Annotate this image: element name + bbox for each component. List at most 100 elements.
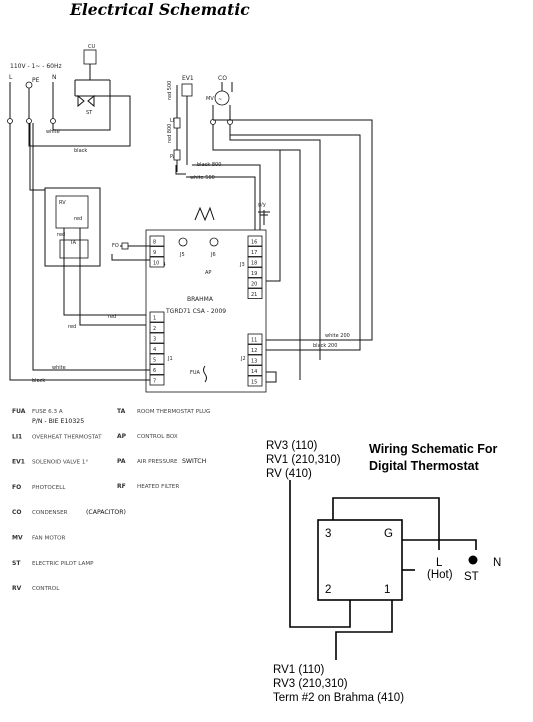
wire-label-black200: black 200 (313, 343, 337, 349)
thermostat-N-label: N (493, 557, 501, 569)
thermostat-terminal-2: 2 (325, 584, 331, 596)
thermostat-heading-line1: Wiring Schematic For (369, 442, 498, 456)
red-wire-to-1 (63, 228, 150, 316)
terminal-number: 14 (251, 369, 257, 375)
terminal-number: 21 (251, 292, 257, 298)
terminal-number: 13 (251, 359, 257, 365)
pe-to-control-wire (29, 123, 45, 191)
legend-code: RV (12, 585, 22, 592)
wire-G-to-N (402, 539, 477, 550)
wire-label-red-2: red (57, 232, 65, 238)
thermostat-schematic: Wiring Schematic For Digital Thermostat … (266, 440, 501, 704)
wire-label-white500: white 500 (190, 175, 215, 181)
legend-desc: HEATED FILTER (137, 484, 179, 490)
pa-label: PA (170, 154, 177, 160)
ev1-label: EV1 (182, 75, 194, 82)
control-frame (44, 187, 101, 267)
jumper-14-15 (266, 371, 277, 383)
terminal-19 (247, 267, 263, 278)
fan-motor-wires (212, 105, 231, 130)
white200-wire (213, 119, 373, 341)
ground-icon (25, 81, 33, 89)
control-block: RV red red TA red red (29, 123, 150, 330)
terminal-N (50, 118, 56, 124)
terminal-1 (149, 311, 165, 323)
terminal-number: 12 (251, 348, 257, 354)
terminal-number: 3 (153, 337, 156, 343)
thermostat-top-label-2: RV1 (210,310) (266, 454, 341, 466)
legend-code: FUA (12, 408, 26, 415)
st-lamp-icon (77, 94, 95, 108)
terminal-number: 19 (251, 271, 257, 277)
terminal-3 (149, 332, 165, 344)
j3-label: J3 (239, 262, 245, 268)
motor-symbol: ~ (218, 97, 222, 103)
terminal-number: 20 (251, 282, 257, 288)
board-outline (145, 229, 267, 393)
terminal-number: 16 (251, 240, 257, 246)
wire-label-black-1: black (74, 148, 87, 154)
wire-label-black-2: black (32, 378, 45, 384)
terminal-number: 8 (153, 240, 156, 246)
j6-label: J6 (210, 252, 216, 258)
board-connector-top (194, 206, 215, 222)
wire-label-red-4: red (68, 324, 76, 330)
fo-label: FO (112, 243, 119, 249)
supply-label: 110V - 1~ - 60Hz (10, 63, 62, 70)
legend-code: MV (12, 535, 23, 542)
terminal-number: 6 (153, 368, 156, 374)
terminal-number: 9 (153, 250, 156, 256)
thermostat-hot-label: (Hot) (427, 569, 453, 581)
power-supply: 110V - 1~ - 60Hz L PE N white black (7, 63, 131, 154)
legend-desc: ROOM THERMOSTAT PLUG (137, 409, 210, 415)
brand-label: BRAHMA (187, 296, 214, 303)
terminal-14 (247, 365, 263, 376)
legend-desc: AIR PRESSURE (137, 459, 178, 465)
terminal-9 (149, 246, 165, 257)
ta-plug-icon (59, 239, 89, 259)
rv-label: RV (59, 200, 66, 206)
co-label: CO (218, 75, 227, 82)
white-wire-to-6 (32, 123, 150, 371)
terminal-8 (149, 235, 165, 247)
legend-note: (CAPACITOR) (86, 509, 126, 516)
black200-wire (230, 134, 361, 351)
thermostat-top-label-1: RV3 (110) (266, 440, 318, 452)
cu-label: CU (88, 44, 95, 50)
terminal-16 (247, 235, 263, 247)
wire-label-red-3: red (108, 314, 116, 320)
wire-label-red800: red 800 (167, 124, 173, 143)
wire-3-to-L (332, 497, 440, 550)
mv-label: MV (206, 96, 214, 102)
white500-wire (186, 176, 256, 236)
air-pressure-switch-icon (173, 149, 181, 161)
legend-desc: CONDENSER (32, 510, 68, 516)
terminal-11 (247, 333, 263, 345)
legend-code: CO (12, 509, 22, 516)
solenoid-valve-icon (181, 83, 193, 97)
legend-code: LI1 (12, 433, 22, 440)
supply-PE-label: PE (32, 77, 40, 84)
legend-code: AP (117, 433, 127, 440)
thermostat-terminal-3: 3 (325, 528, 331, 540)
j3-19-wire (266, 150, 281, 282)
thermostat-ST-label: ST (464, 571, 479, 583)
thermostat-heading-line2: Digital Thermostat (369, 459, 480, 473)
thermostat-terminal-G: G (384, 528, 393, 540)
j5-label: J5 (179, 252, 185, 258)
control-board-ap: J5 J6 J4 J3 AP BRAHMA TGRD71 CSA - 2009 … (111, 202, 270, 393)
overheat-thermostat-icon (173, 117, 181, 129)
white-wire-top (52, 95, 111, 131)
ev1-wire (175, 96, 188, 175)
black-wire-top (28, 95, 131, 147)
ta-label: TA (69, 240, 77, 246)
j5-socket (178, 237, 188, 247)
fan-motor-wire-1 (212, 130, 301, 380)
legend-desc: FAN MOTOR (32, 536, 66, 542)
ap-label: AP (205, 270, 211, 276)
wire-label-white200: white 200 (325, 333, 350, 339)
